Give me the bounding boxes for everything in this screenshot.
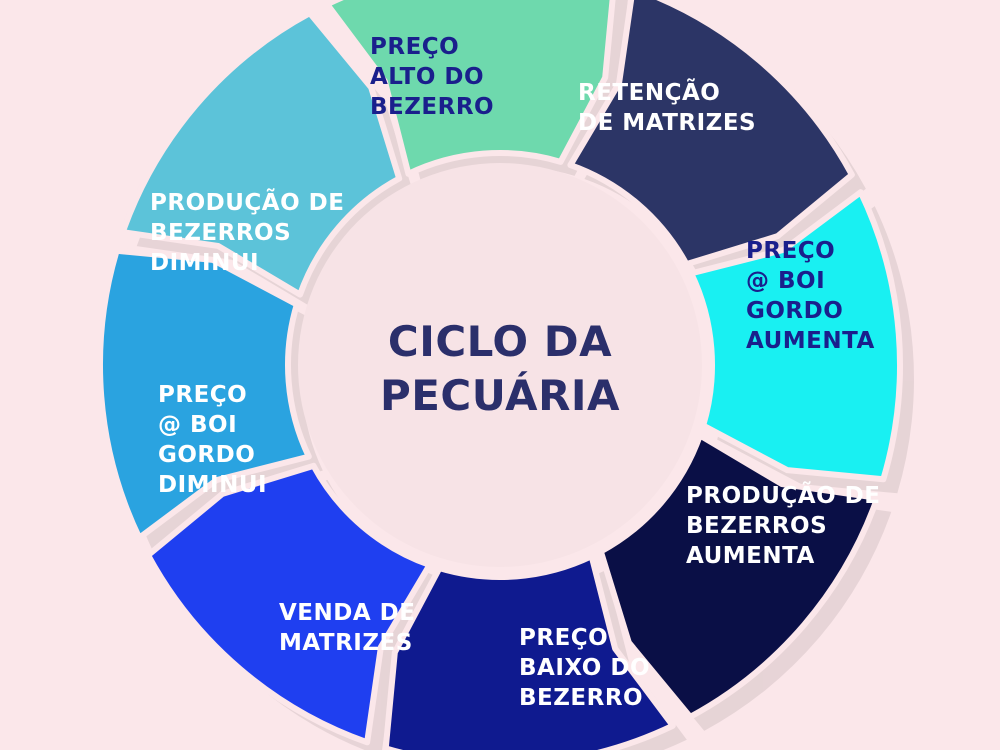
label-line: PRODUÇÃO DE <box>686 481 880 509</box>
segment-preco-alto-do-bezerro <box>324 0 616 177</box>
label-venda-de-matrizes: VENDA DE MATRIZES <box>279 600 415 656</box>
label-line: RETENÇÃO <box>578 78 720 106</box>
label-line: BEZERROS <box>686 513 827 539</box>
label-line: BEZERRO <box>370 94 494 120</box>
label-line: @ BOI <box>158 412 237 438</box>
label-line: AUMENTA <box>746 328 875 354</box>
label-preco-boi-gordo-aumenta: PREÇO @ BOI GORDO AUMENTA <box>746 238 875 354</box>
label-preco-alto-do-bezerro: PREÇO ALTO DO BEZERRO <box>370 34 494 120</box>
segment-labels: PREÇO ALTO DO BEZERRO RETENÇÃO DE MATRIZES PR… <box>150 34 880 711</box>
label-producao-de-bezerros-aumenta: PRODUÇÃO DE BEZERROS AUMENTA <box>686 481 880 569</box>
center-title-line: PECUÁRIA <box>380 370 620 420</box>
label-line: DIMINUI <box>150 250 259 276</box>
label-line: PREÇO <box>746 238 835 264</box>
segment-retencao-de-matrizes <box>567 0 855 268</box>
label-preco-baixo-do-bezerro: PREÇO BAIXO DO BEZERRO <box>519 625 650 711</box>
center-circle <box>298 163 702 567</box>
segment-preco-boi-gordo-diminui <box>97 247 312 541</box>
label-line: GORDO <box>158 442 255 468</box>
label-line: BAIXO DO <box>519 655 650 681</box>
label-line: PRODUÇÃO DE <box>150 188 344 216</box>
segment-preco-baixo-do-bezerro <box>382 553 676 750</box>
label-line: AUMENTA <box>686 543 815 569</box>
segment-preco-boi-gordo-aumenta <box>688 189 903 483</box>
label-line: MATRIZES <box>279 630 413 656</box>
label-line: @ BOI <box>746 268 825 294</box>
label-line: BEZERROS <box>150 220 291 246</box>
label-line: PREÇO <box>158 382 247 408</box>
label-line: DIMINUI <box>158 472 267 498</box>
label-retencao-de-matrizes: RETENÇÃO DE MATRIZES <box>578 78 756 136</box>
label-line: PREÇO <box>519 625 608 651</box>
segment-venda-de-matrizes <box>145 462 433 746</box>
label-line: PREÇO <box>370 34 459 60</box>
segment-producao-de-bezerros-aumenta <box>597 432 881 720</box>
segment-producao-de-bezerros-diminui <box>119 10 403 298</box>
label-line: VENDA DE <box>279 600 415 626</box>
label-line: ALTO DO <box>370 64 484 90</box>
label-line: DE MATRIZES <box>578 110 756 136</box>
label-line: GORDO <box>746 298 843 324</box>
center-title-line: CICLO DA <box>388 317 612 366</box>
label-producao-de-bezerros-diminui: PRODUÇÃO DE BEZERROS DIMINUI <box>150 188 344 276</box>
label-preco-boi-gordo-diminui: PREÇO @ BOI GORDO DIMINUI <box>158 382 267 498</box>
ring-segments <box>97 0 903 750</box>
label-line: BEZERRO <box>519 685 643 711</box>
